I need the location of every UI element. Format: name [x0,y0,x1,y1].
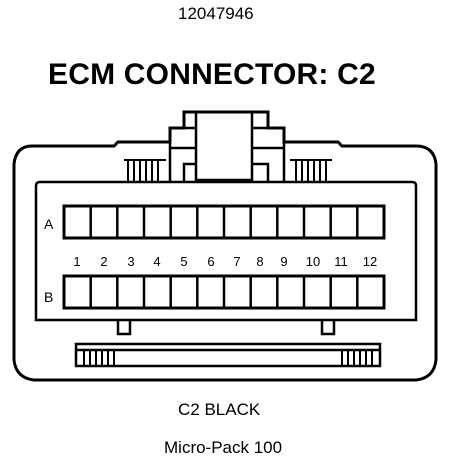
pin-number: 1 [73,254,80,269]
right-ribs [290,159,332,182]
inner-cavity [34,180,418,322]
pin-number: 2 [100,254,107,269]
row-label-a: A [44,216,54,232]
left-ribs [124,159,166,182]
pin-number: 11 [334,254,348,269]
pin-number: 5 [180,254,187,269]
pin-numbers: 1 2 3 4 5 6 7 8 9 10 11 12 [73,254,377,269]
part-number: 12047946 [178,4,254,23]
pin-number: 8 [256,254,263,269]
pin-number: 3 [127,254,134,269]
row-a-pins [89,206,359,238]
connector-title: ECM CONNECTOR: C2 [48,58,376,91]
row-b-pins [89,276,359,308]
connector-color-label: C2 BLACK [178,400,261,419]
bottom-key [74,320,382,368]
pin-number: 12 [363,254,377,269]
bottom-right-ribs [341,350,373,366]
pin-number: 7 [233,254,240,269]
pin-number: 4 [153,254,160,269]
latch [168,110,286,182]
pin-number: 10 [306,254,320,269]
connector-housing [12,110,438,382]
row-label-b: B [44,289,53,305]
bottom-left-ribs [83,350,115,366]
pin-number: 9 [280,254,287,269]
connector-series-label: Micro-Pack 100 [164,438,283,457]
pin-number: 6 [207,254,214,269]
